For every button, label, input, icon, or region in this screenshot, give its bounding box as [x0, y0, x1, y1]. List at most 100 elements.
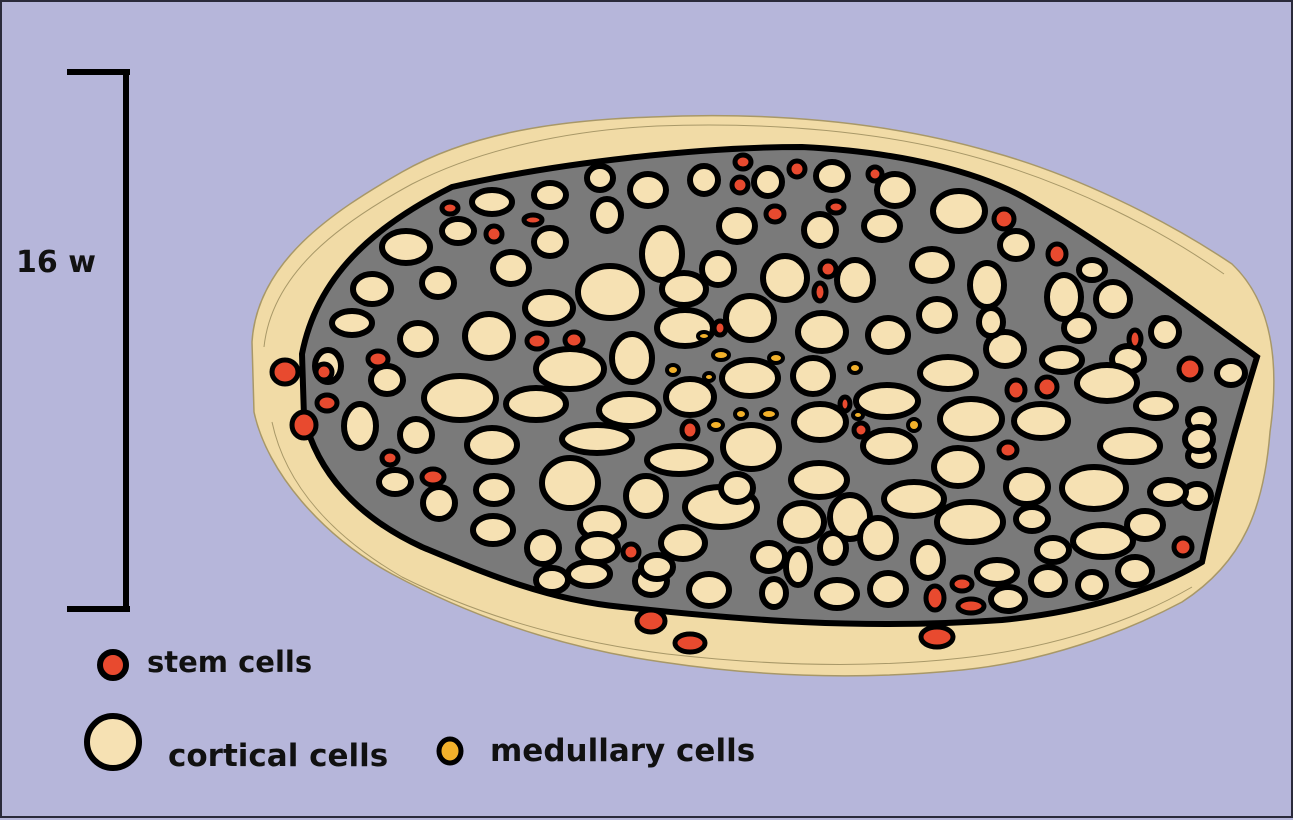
cortical-cell: [786, 549, 810, 585]
cortical-cell: [804, 214, 836, 246]
cortical-cell: [641, 555, 673, 579]
cortical-cell: [1064, 315, 1094, 341]
cortical-cell: [493, 252, 529, 284]
medullary-cell: [704, 373, 714, 381]
cortical-cell: [940, 399, 1002, 439]
stem-cell: [527, 333, 547, 349]
cortical-cell: [1073, 525, 1133, 557]
stem-cell: [789, 161, 805, 177]
stem-cell: [999, 442, 1017, 458]
cortical-cell: [1014, 404, 1068, 438]
medullary-cell: [769, 353, 783, 363]
cortical-cell: [353, 274, 391, 304]
cortical-cell: [423, 487, 455, 519]
cortical-cell: [525, 292, 573, 324]
stem-cell: [926, 586, 944, 610]
medullary-cell: [667, 365, 679, 375]
cortical-cell: [860, 518, 896, 558]
cortical-cell: [1150, 480, 1186, 504]
stem-cell: [368, 351, 388, 367]
cortical-cell: [661, 527, 705, 559]
legend-cortical-label: cortical cells: [168, 738, 388, 774]
cortical-cell: [647, 446, 711, 474]
cortical-cell: [1037, 538, 1069, 562]
legend-medullary-swatch: [439, 739, 461, 763]
cortical-cell: [536, 349, 604, 389]
scale-label: 16 w: [16, 245, 96, 280]
cortical-cell: [721, 474, 753, 502]
cortical-cell: [780, 503, 824, 541]
medullary-cell: [761, 409, 777, 419]
cortical-cell: [702, 253, 734, 285]
cortical-cell: [722, 360, 778, 396]
stem-cell: [1048, 244, 1066, 264]
medullary-cell: [698, 332, 710, 340]
cortical-cell: [912, 249, 952, 281]
cortical-cell: [1077, 365, 1137, 401]
cortical-cell: [753, 543, 785, 571]
cortical-cell: [934, 448, 982, 486]
cortical-cell: [1151, 318, 1179, 346]
cortical-cell: [820, 533, 846, 563]
stem-cell: [623, 544, 639, 560]
stem-cell: [524, 215, 542, 225]
cortical-cell: [793, 358, 833, 394]
cortical-cell: [856, 385, 918, 417]
cortical-cell: [1127, 511, 1163, 539]
stem-cell: [958, 599, 984, 613]
stem-cell: [565, 332, 583, 348]
stem-cell: [921, 627, 953, 647]
cortical-cell: [422, 269, 454, 297]
stem-cell: [442, 202, 458, 214]
cortical-cell: [719, 210, 755, 242]
cortical-cell: [791, 463, 847, 497]
stem-cell: [1129, 330, 1141, 348]
stem-cell: [422, 469, 444, 485]
cortical-cell: [536, 568, 568, 592]
cortical-cell: [626, 476, 666, 516]
medullary-cell: [709, 420, 723, 430]
stem-cell: [814, 283, 826, 301]
cortical-cell: [937, 502, 1003, 542]
cortical-cell: [1217, 361, 1245, 385]
cortical-cell: [970, 263, 1004, 307]
cortical-cell: [817, 580, 857, 608]
cortical-cell: [1042, 348, 1082, 372]
legend-stem-swatch: [100, 652, 126, 678]
cortical-cell: [977, 560, 1017, 584]
cortical-cell: [542, 458, 598, 508]
cortical-cell: [864, 212, 900, 240]
cortical-cell: [726, 296, 774, 340]
cortical-cell: [578, 266, 642, 318]
cortical-cell: [884, 482, 944, 516]
cortical-cell: [723, 425, 779, 469]
stem-cell: [292, 412, 316, 438]
scale-bar: [67, 70, 130, 611]
cortical-cell: [1079, 260, 1105, 280]
cortical-cell: [1006, 470, 1048, 504]
cortical-cell: [816, 162, 848, 190]
cortical-cell: [1118, 557, 1152, 585]
cortical-cell: [1100, 430, 1160, 462]
stem-cell: [840, 397, 850, 411]
cortical-cell: [473, 516, 513, 544]
cortical-cell: [424, 376, 496, 420]
cortical-cell: [400, 323, 436, 355]
stem-cell: [994, 209, 1014, 229]
cortical-cell: [599, 394, 659, 426]
cortical-cell: [863, 430, 915, 462]
cortical-cell: [382, 231, 430, 263]
medullary-cell: [908, 419, 920, 431]
cortical-cell: [689, 574, 729, 606]
stem-cell: [637, 610, 665, 632]
cortical-cell: [527, 532, 559, 564]
cortical-cell: [562, 425, 632, 453]
cortical-cell: [442, 219, 474, 243]
cortical-cell: [467, 428, 517, 462]
stem-cell: [272, 360, 298, 384]
cortical-cell: [578, 534, 618, 562]
stem-cell: [714, 321, 726, 335]
stem-cell: [828, 201, 844, 213]
cortical-cell: [662, 273, 706, 305]
